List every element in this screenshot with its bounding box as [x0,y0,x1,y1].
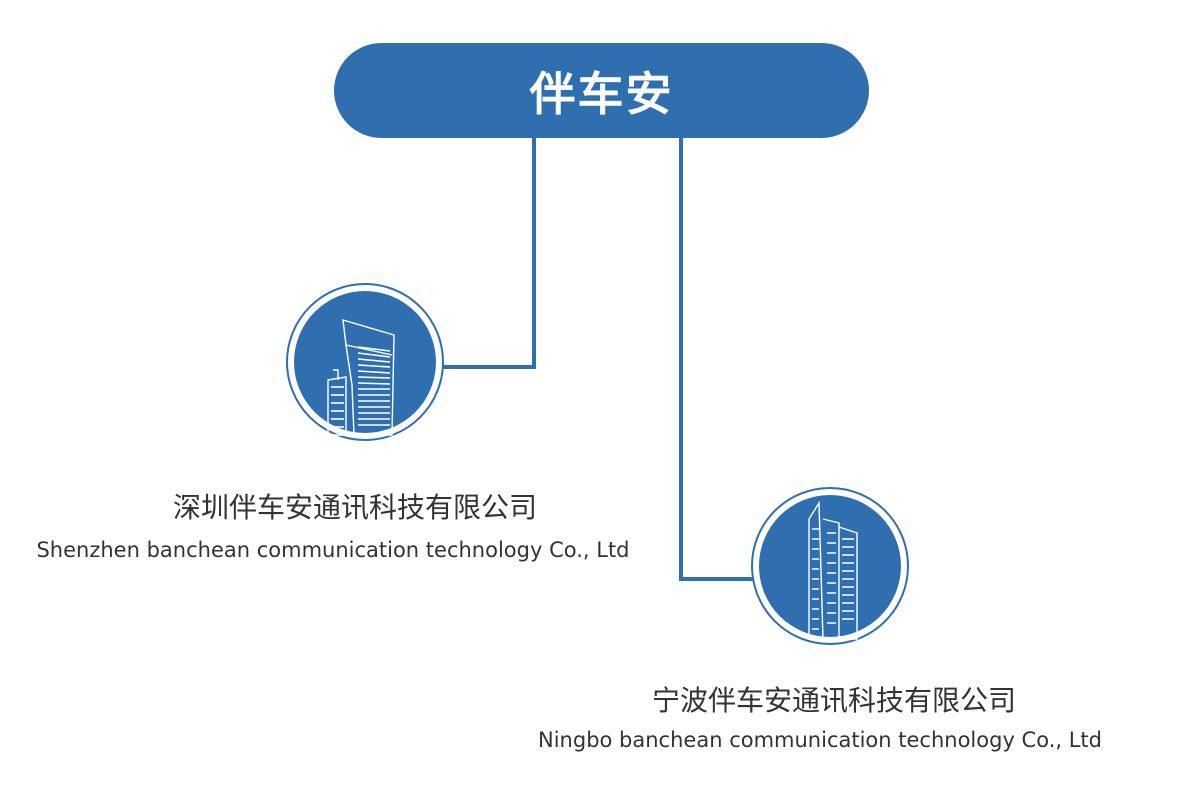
ningbo-badge [751,487,909,645]
shenzhen-badge [286,283,444,441]
tower-building-icon [759,495,901,640]
root-label: 伴车安 [529,66,674,121]
connector-root-to-ningbo [679,138,755,581]
shenzhen-company-name-cn: 深圳伴车安通讯科技有限公司 [172,491,537,524]
skyscraper-icon [294,291,436,436]
connector-root-to-shenzhen [440,138,536,369]
root-node: 伴车安 [334,43,869,138]
ningbo-company-name-en: Ningbo banchean communication technology… [538,728,1102,752]
shenzhen-company-name-en: Shenzhen banchean communication technolo… [36,538,630,562]
ningbo-company-name-cn: 宁波伴车安通讯科技有限公司 [651,684,1016,717]
